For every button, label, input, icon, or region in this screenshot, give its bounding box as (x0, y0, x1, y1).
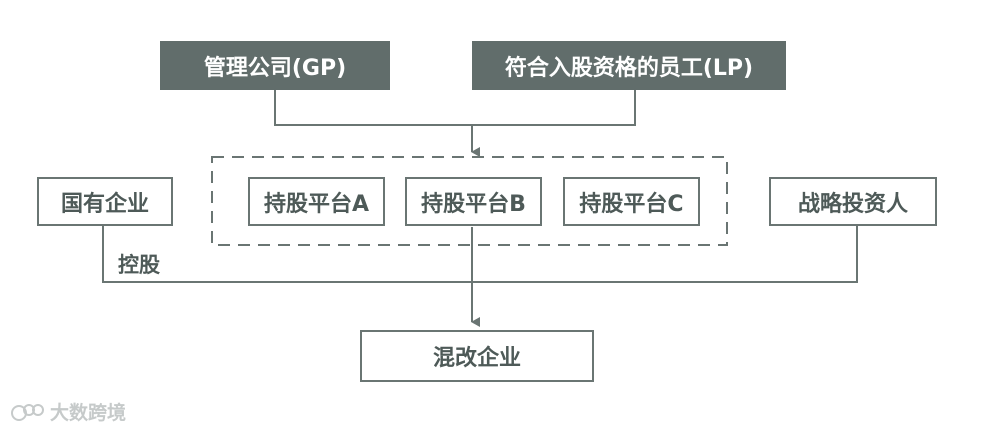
gp-management-company-box: 管理公司(GP) (160, 41, 390, 90)
soe-investor-join-line (102, 226, 858, 283)
state-owned-enterprise-box: 国有企业 (37, 177, 173, 226)
platform-a-label: 持股平台A (263, 191, 370, 217)
gp-lp-join-line (274, 90, 636, 126)
lp-label: 符合入股资格的员工(LP) (504, 55, 754, 81)
platform-b-box: 持股平台B (405, 177, 542, 226)
watermark-text: 大数跨境 (50, 402, 127, 424)
lp-employees-box: 符合入股资格的员工(LP) (472, 41, 786, 90)
platform-c-label: 持股平台C (579, 191, 684, 217)
target-label: 混改企业 (432, 346, 521, 371)
strategic-investor-label: 战略投资人 (797, 191, 908, 217)
platform-b-label: 持股平台B (421, 191, 526, 217)
platform-a-box: 持股平台A (248, 177, 385, 226)
gp-label: 管理公司(GP) (203, 55, 347, 81)
logo-icon (11, 403, 44, 421)
holding-label: 控股 (118, 253, 160, 277)
platform-c-box: 持股平台C (563, 177, 700, 226)
watermark: 大数跨境 (10, 398, 126, 425)
strategic-investor-box: 战略投资人 (769, 177, 937, 226)
soe-label: 国有企业 (60, 191, 149, 217)
mixed-ownership-enterprise-box: 混改企业 (360, 330, 594, 382)
